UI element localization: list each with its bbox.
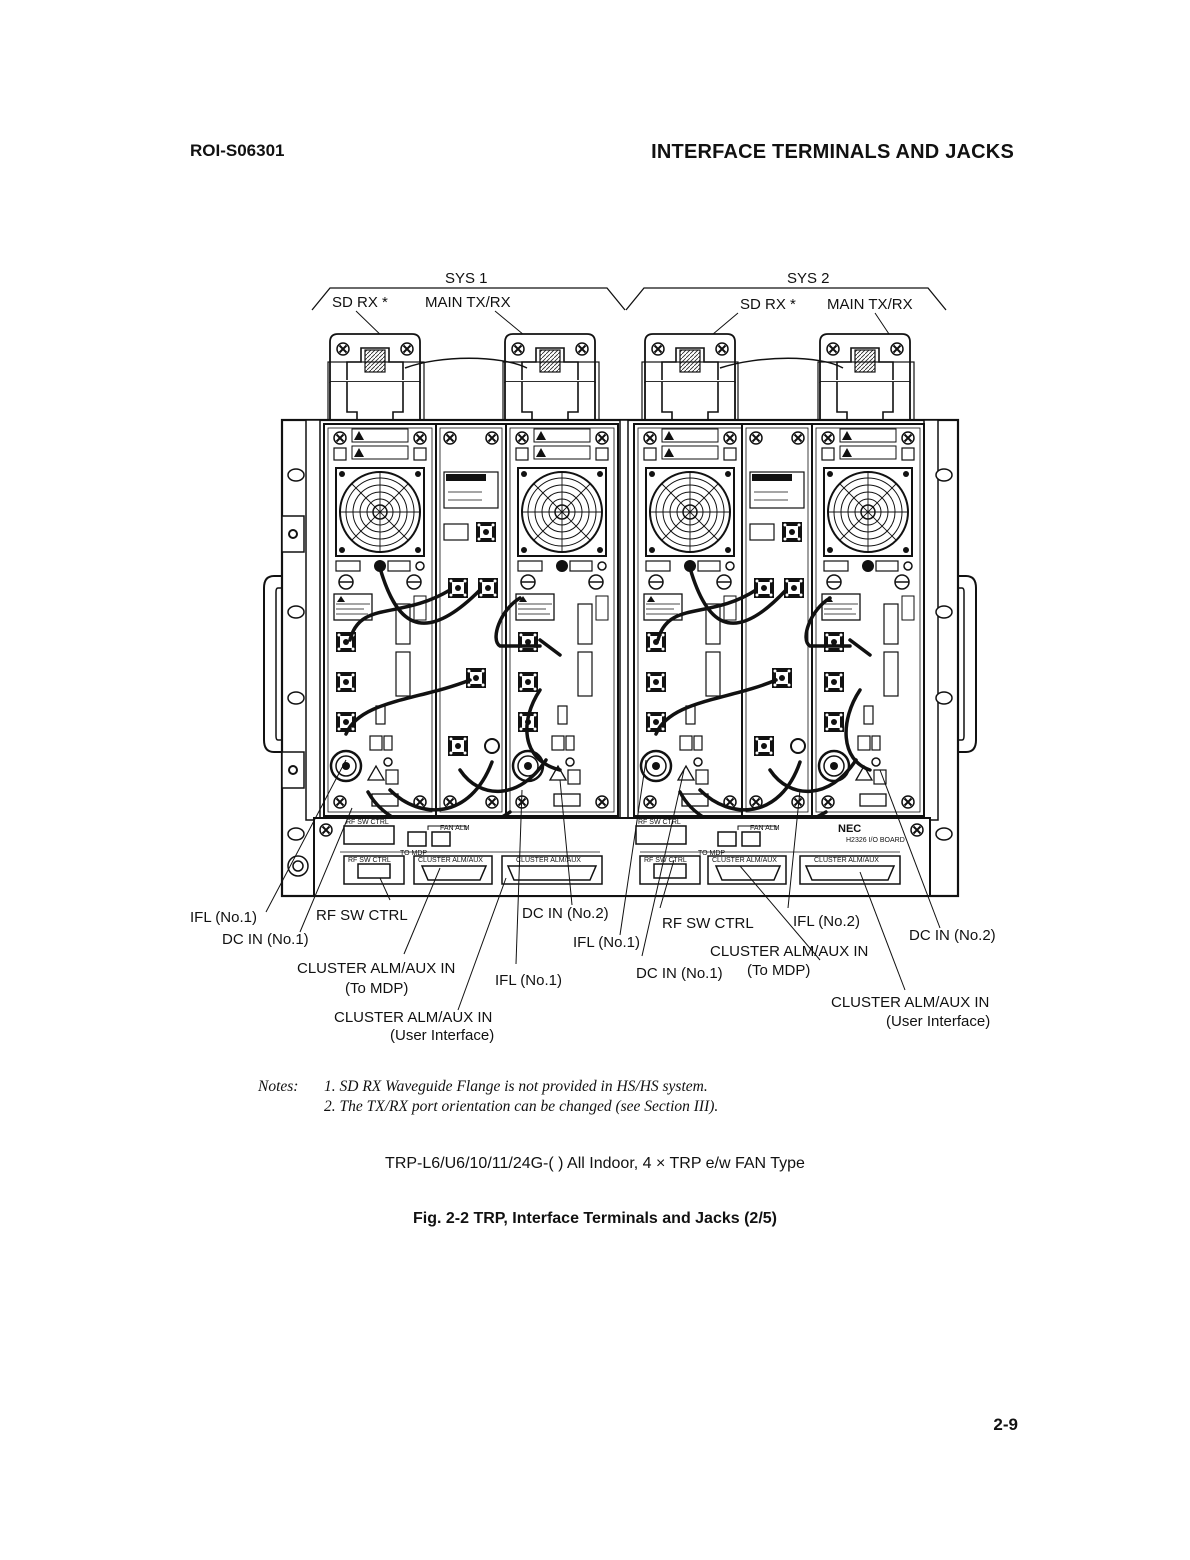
io-cluster-1: CLUSTER ALM/AUX [418,857,483,864]
callout-cluster-mdp-right: CLUSTER ALM/AUX IN [710,943,868,960]
note-item: 2. The TX/RX port orientation can be cha… [324,1098,719,1115]
sys1-bracket: SYS 1 SD RX * MAIN TX/RX [311,270,626,311]
callouts: IFL (No.1) DC IN (No.1) RF SW CTRL CLUST… [190,905,996,1044]
sys1-label: SYS 1 [445,270,488,287]
waveguide-flanges [327,334,915,444]
io-rf-sw-ctrl-2b: RF SW CTRL [644,857,687,864]
callout-rf-sw-ctrl-right: RF SW CTRL [662,915,754,932]
sys2-label: SYS 2 [787,270,830,287]
callout-ifl-no1-left: IFL (No.1) [190,909,257,926]
io-rf-sw-ctrl-2: RF SW CTRL [638,819,681,826]
io-rf-sw-ctrl-1b: RF SW CTRL [348,857,391,864]
nec-logo: NEC [838,823,861,835]
document-id: ROI-S06301 [190,141,285,160]
main-txrx-label-2: MAIN TX/RX [827,296,913,313]
callout-dc-in-no1-right: DC IN (No.1) [636,965,723,982]
sys2-bracket: SYS 2 SD RX * MAIN TX/RX [625,270,947,313]
io-board: RF SW CTRL FAN ALM TO MDP RF SW CTRL CLU… [313,817,931,897]
figure-subtitle: TRP-L6/U6/10/11/24G-( ) All Indoor, 4 × … [385,1155,805,1172]
callout-cluster-user-left: CLUSTER ALM/AUX IN [334,1009,492,1026]
callout-rf-sw-ctrl-left: RF SW CTRL [316,907,408,924]
io-cluster-2: CLUSTER ALM/AUX [712,857,777,864]
callout-user-if-left: (User Interface) [390,1027,494,1044]
callout-ifl-no1-mid: IFL (No.1) [495,972,562,989]
io-cluster-1b: CLUSTER ALM/AUX [516,857,581,864]
callout-ifl-no2-right: IFL (No.2) [793,913,860,930]
section-title: INTERFACE TERMINALS AND JACKS [651,141,1014,163]
notes-heading: Notes: [258,1078,299,1095]
io-fan-alm-1: FAN ALM [440,825,470,832]
callout-to-mdp-right: (To MDP) [747,962,810,979]
cables [344,566,872,833]
callout-cluster-mdp-left: CLUSTER ALM/AUX IN [297,960,455,977]
io-rf-sw-ctrl-1: RF SW CTRL [346,819,389,826]
callout-to-mdp-left: (To MDP) [345,980,408,997]
sd-rx-label-1: SD RX * [332,294,388,311]
page-number: 2-9 [993,1415,1018,1434]
io-cluster-2b: CLUSTER ALM/AUX [814,857,879,864]
io-fan-alm-2: FAN ALM [750,825,780,832]
main-txrx-label-1: MAIN TX/RX [425,294,511,311]
callout-cluster-user-right: CLUSTER ALM/AUX IN [831,994,989,1011]
callout-dc-in-no2-right: DC IN (No.2) [909,927,996,944]
callout-dc-in-no1-left: DC IN (No.1) [222,931,309,948]
callout-user-if-right: (User Interface) [886,1013,990,1030]
io-to-mdp-1: TO MDP [400,850,427,857]
callout-leaders [265,759,941,1011]
callout-dc-in-no2-mid: DC IN (No.2) [522,905,609,922]
figure-caption: Fig. 2-2 TRP, Interface Terminals and Ja… [413,1210,777,1227]
io-to-mdp-2: TO MDP [698,850,725,857]
callout-ifl-no1-right: IFL (No.1) [573,934,640,951]
io-board-name: H2326 I/O BOARD [846,837,905,844]
note-item: 1. SD RX Waveguide Flange is not provide… [324,1078,708,1095]
sd-rx-label-2: SD RX * [740,296,796,313]
